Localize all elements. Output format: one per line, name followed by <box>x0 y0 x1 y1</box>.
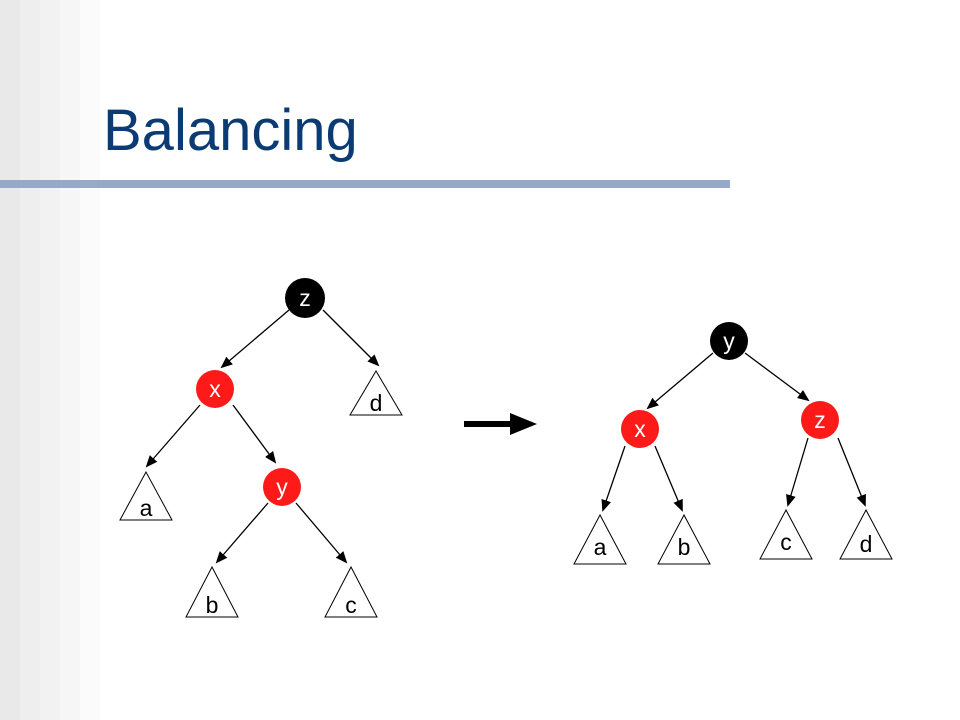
slide-title: Balancing <box>103 98 358 163</box>
after-tree: a b c d y x z <box>573 322 893 565</box>
edge-x-a <box>145 404 201 468</box>
edge-x-a <box>601 445 626 512</box>
edge-y-x <box>646 352 714 410</box>
subtree-c: c <box>324 565 378 618</box>
node-z-red: z <box>801 401 839 439</box>
subtree-d: d <box>349 370 403 416</box>
background-stripes <box>0 0 100 720</box>
subtree-c: c <box>759 508 813 560</box>
edge-x-b <box>654 445 683 512</box>
node-x-label: x <box>209 376 221 402</box>
subtree-b: b <box>657 513 711 565</box>
node-y-label: y <box>276 474 288 500</box>
subtree-b-label: b <box>678 534 691 560</box>
edge-y-c <box>295 502 348 564</box>
node-z-label: z <box>814 407 826 433</box>
edge-z-d <box>837 437 866 507</box>
edge-z-d <box>322 309 380 367</box>
edge-y-b <box>215 502 269 564</box>
before-tree: a d b c z x y <box>119 278 403 618</box>
subtree-d-label: d <box>370 390 383 416</box>
subtree-a: a <box>573 513 627 565</box>
transform-arrow-icon <box>464 413 537 435</box>
subtree-b: b <box>185 565 239 618</box>
node-y-red: y <box>263 468 301 506</box>
node-z-black: z <box>285 278 325 318</box>
edge-z-c <box>786 437 809 507</box>
edge-z-x <box>220 309 290 369</box>
node-y-black: y <box>710 322 748 360</box>
subtree-a-label: a <box>594 534 607 560</box>
subtree-c-label: c <box>780 529 792 555</box>
edge-x-y <box>232 404 277 464</box>
subtree-c-label: c <box>345 592 357 618</box>
node-x-red: x <box>196 370 234 408</box>
subtree-b-label: b <box>206 592 219 618</box>
subtree-d: d <box>839 508 893 560</box>
subtree-a: a <box>119 470 173 521</box>
node-y-label: y <box>723 328 735 354</box>
node-x-red: x <box>621 410 659 448</box>
subtree-a-label: a <box>140 495 153 521</box>
title-underline <box>0 180 730 188</box>
subtree-d-label: d <box>860 531 873 557</box>
node-x-label: x <box>634 416 646 442</box>
node-z-label: z <box>299 285 311 311</box>
edge-y-z <box>744 352 810 402</box>
